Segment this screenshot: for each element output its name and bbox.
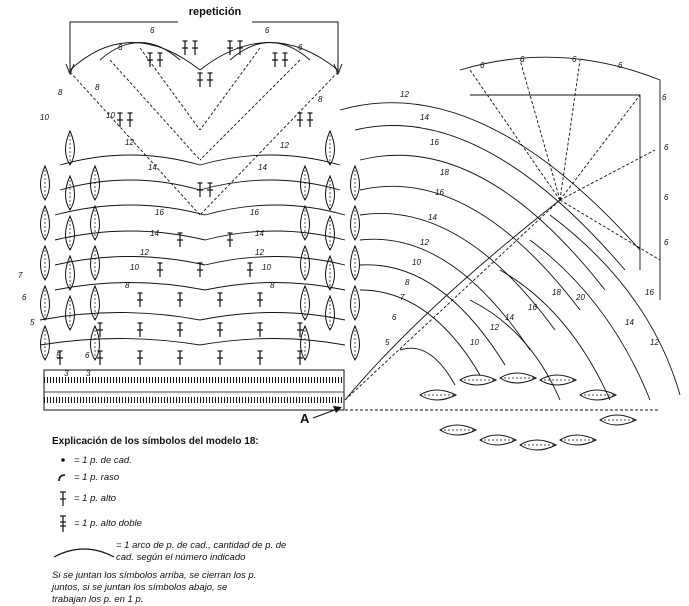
arc-label-10: 10 (106, 111, 115, 120)
arc-label-6: 6 (664, 238, 669, 247)
arc-label-8: 8 (95, 83, 100, 92)
arc-label-6: 6 (662, 93, 667, 102)
legend-item-text: = 1 p. alto doble (74, 518, 142, 530)
arc-label-8: 8 (405, 278, 410, 287)
arc-label-5: 5 (30, 318, 35, 327)
arc-label-12: 12 (400, 90, 409, 99)
arc-label-5: 5 (56, 351, 61, 360)
arc-label-12: 12 (420, 238, 429, 247)
arc-label-14: 14 (255, 229, 264, 238)
arc-label-6: 6 (392, 313, 397, 322)
arc-label-16: 16 (155, 208, 164, 217)
arc-label-14: 14 (625, 318, 634, 327)
arc-label-18: 18 (552, 288, 561, 297)
corner-fan-arcs (339, 56, 681, 401)
bottom-leaf-motifs (345, 372, 660, 451)
arc-label-3b: 3 (86, 369, 91, 378)
arc-label-16: 16 (430, 138, 439, 147)
repeat-bracket: repetición (65, 6, 343, 76)
legend-item-treble-crochet: = 1 p. alto doble (52, 514, 302, 534)
start-marker: A (300, 406, 342, 426)
arc-label-10: 10 (262, 263, 271, 272)
arc-label-14: 14 (428, 213, 437, 222)
arc-label-10: 10 (412, 258, 421, 267)
arc-label-6: 6 (150, 26, 155, 35)
leaf-motifs (40, 130, 360, 361)
arc-label-16: 16 (645, 288, 654, 297)
arc-label-6: 6 (480, 61, 485, 70)
arc-label-8: 8 (270, 281, 275, 290)
legend-heading: Explicación de los símbolos del modelo 1… (52, 436, 259, 447)
arc-label-14: 14 (150, 229, 159, 238)
pineapple-arcs (39, 42, 346, 346)
legend-item-text: = 1 p. de cad. (74, 454, 132, 466)
arc-label-20: 20 (575, 293, 585, 302)
arc-label-16: 16 (250, 208, 259, 217)
arc-label-5: 5 (385, 338, 390, 347)
legend-note: Si se juntan los símbolos arriba, se cie… (52, 570, 257, 605)
arc-count-labels: 6 6 6 6 8 8 8 10 10 12 12 14 14 16 16 14… (18, 26, 669, 360)
arc-label-7: 7 (18, 271, 23, 280)
arc-label-6: 6 (618, 61, 623, 70)
arc-label-14: 14 (148, 163, 157, 172)
start-marker-label: A (300, 411, 310, 426)
arc-label-10: 10 (130, 263, 139, 272)
legend-item-chain-arc: = 1 arco de p. de cad., cantidad de p. d… (52, 540, 302, 564)
arc-label-6: 6 (520, 55, 525, 64)
corner-fan-stitches (344, 59, 661, 401)
arc-label-8: 8 (125, 281, 130, 290)
arc-label-12: 12 (125, 138, 134, 147)
fan-stitches (69, 47, 339, 216)
arc-label-8: 8 (58, 88, 63, 97)
repeat-label: repetición (189, 6, 242, 18)
arc-label-6: 6 (265, 26, 270, 35)
arc-label-6: 6 (22, 293, 27, 302)
symbol-legend: Explicación de los símbolos del modelo 1… (52, 436, 302, 606)
legend-item-text: = 1 p. alto (74, 493, 116, 505)
arc-label-6: 6 (298, 43, 303, 52)
arc-label-14: 14 (258, 163, 267, 172)
arc-label-6: 6 (118, 43, 123, 52)
arc-label-16: 16 (435, 188, 444, 197)
arc-label-10: 10 (40, 113, 49, 122)
arc-label-12: 12 (255, 248, 264, 257)
arc-label-8: 8 (318, 95, 323, 104)
legend-item-chain: = 1 p. de cad. (52, 455, 302, 467)
arc-label-6: 6 (664, 193, 669, 202)
treble-crochet-icon (52, 514, 74, 534)
arc-label-6: 6 (85, 351, 90, 360)
foundation-rows: 3 3 (43, 369, 345, 411)
arc-label-12: 12 (490, 323, 499, 332)
arc-label-18: 18 (440, 168, 449, 177)
arc-label-6: 6 (572, 55, 577, 64)
arc-label-14: 14 (420, 113, 429, 122)
legend-item-text: = 1 arco de p. de cad., cantidad de p. d… (116, 540, 287, 564)
arc-label-16: 16 (528, 303, 537, 312)
arc-label-12: 12 (140, 248, 149, 257)
arc-label-14: 14 (505, 313, 514, 322)
legend-item-slip-stitch: = 1 p. raso (52, 472, 302, 484)
double-crochet-icon (52, 490, 74, 508)
legend-item-double-crochet: = 1 p. alto (52, 490, 302, 508)
arc-label-12: 12 (650, 338, 659, 347)
arc-label-10: 10 (470, 338, 479, 347)
slip-stitch-icon (52, 473, 74, 483)
arc-label-7: 7 (400, 293, 405, 302)
legend-item-text: = 1 p. raso (74, 472, 120, 484)
arc-label-3: 3 (64, 369, 69, 378)
chain-arc-icon (52, 545, 116, 559)
arc-label-6: 6 (664, 143, 669, 152)
chain-dot-icon (52, 456, 74, 464)
arc-label-12: 12 (280, 141, 289, 150)
